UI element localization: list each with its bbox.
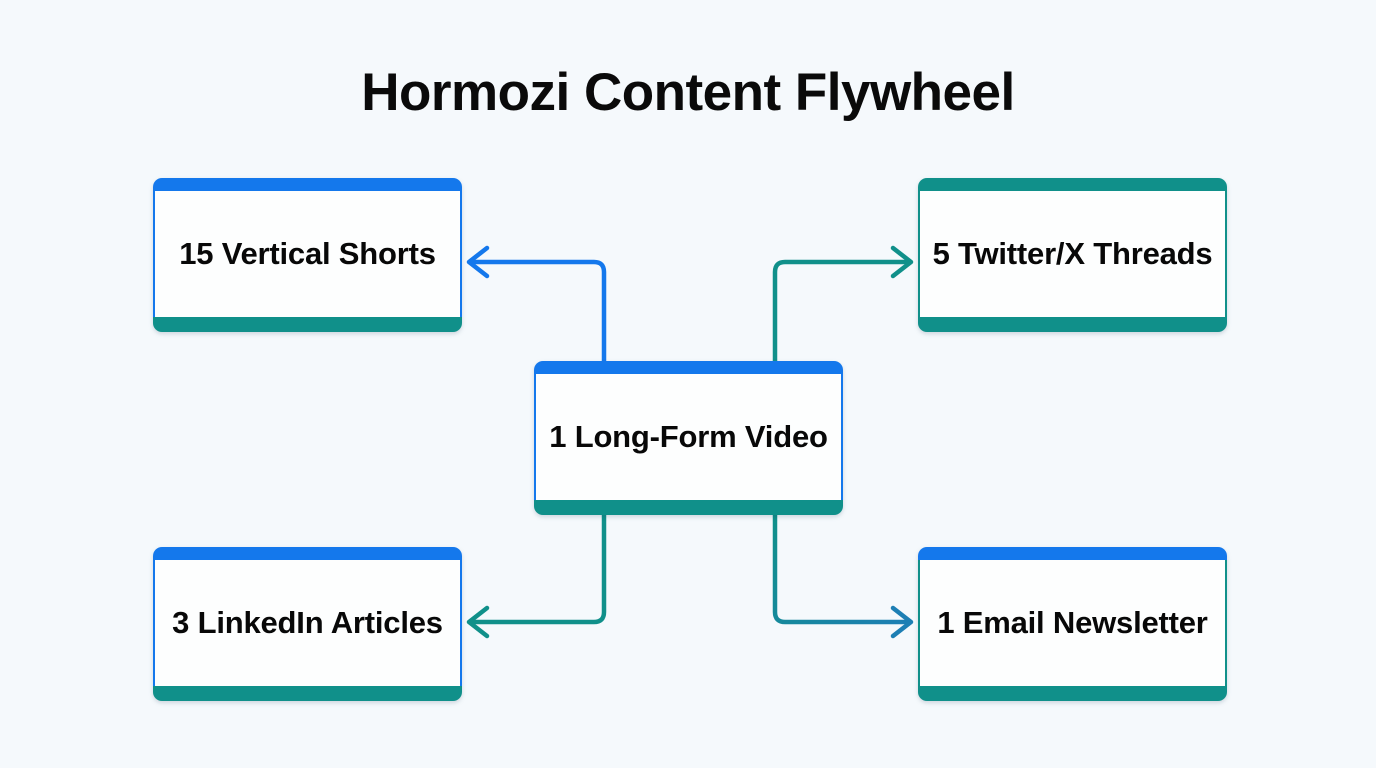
node-accent-bar-top [153,178,462,191]
node-accent-bar-top [153,547,462,560]
node-accent-bar-top [534,361,843,374]
node-label: 1 Email Newsletter [937,604,1208,640]
node-body: 5 Twitter/X Threads [918,191,1227,317]
node-label: 15 Vertical Shorts [179,235,436,271]
node-long-form-video[interactable]: 1 Long-Form Video [534,361,843,515]
node-accent-bar-bottom [918,317,1227,332]
node-label: 5 Twitter/X Threads [932,235,1213,271]
page-title: Hormozi Content Flywheel [361,63,1015,122]
node-twitter-x-threads[interactable]: 5 Twitter/X Threads [918,178,1227,332]
node-vertical-shorts[interactable]: 15 Vertical Shorts [153,178,462,332]
node-label: 1 Long-Form Video [549,418,828,454]
node-body: 1 Long-Form Video [534,374,843,500]
node-accent-bar-bottom [534,500,843,515]
edge-center-to-threads [772,245,914,364]
node-accent-bar-bottom [153,686,462,701]
edge-center-to-shorts [466,245,607,364]
node-accent-bar-bottom [153,317,462,332]
node-body: 15 Vertical Shorts [153,191,462,317]
node-accent-bar-top [918,178,1227,191]
node-linkedin-articles[interactable]: 3 LinkedIn Articles [153,547,462,701]
node-body: 3 LinkedIn Articles [153,560,462,686]
edge-center-to-linkedin [466,512,607,639]
node-accent-bar-top [918,547,1227,560]
node-email-newsletter[interactable]: 1 Email Newsletter [918,547,1227,701]
edge-center-to-newsletter [772,512,914,639]
node-label: 3 LinkedIn Articles [172,604,443,640]
node-body: 1 Email Newsletter [918,560,1227,686]
node-accent-bar-bottom [918,686,1227,701]
